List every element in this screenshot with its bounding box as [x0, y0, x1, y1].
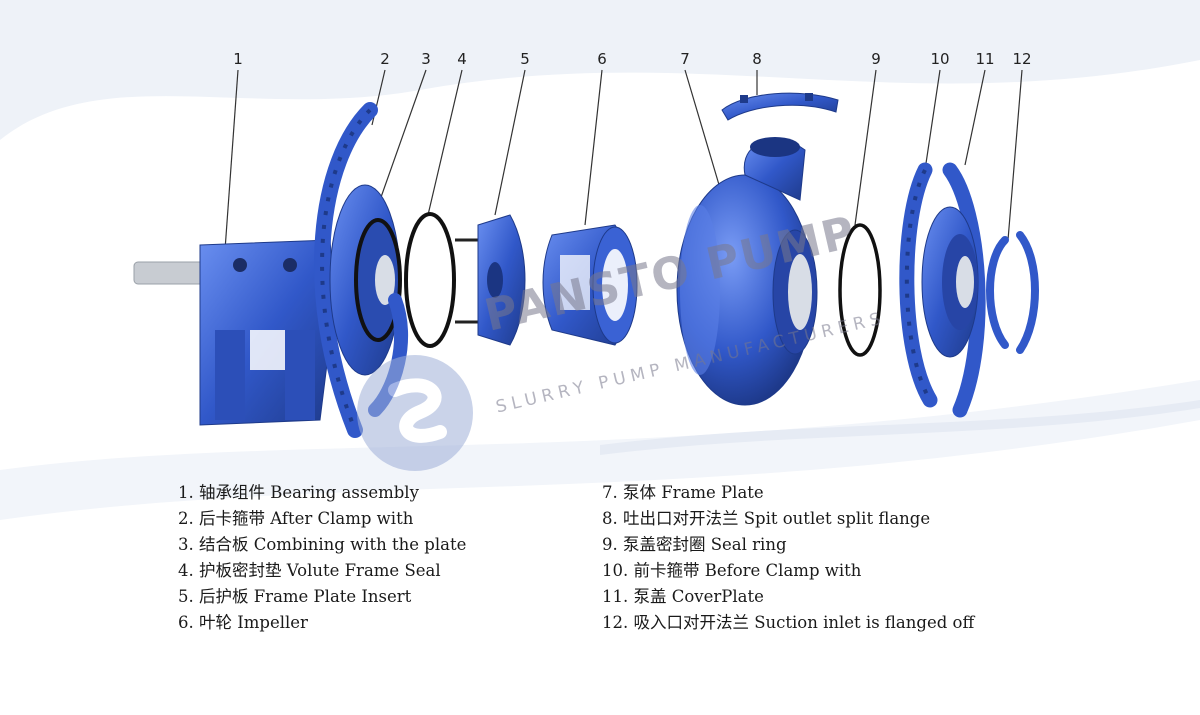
suction-split-flange: [986, 231, 1039, 354]
before-clamp: [899, 162, 938, 408]
legend-item-11: 11. 泵盖 CoverPlate: [602, 587, 764, 607]
leader-lines: [224, 69, 1023, 251]
part-number-8: 8: [752, 50, 762, 68]
legend-right-column: 7. 泵体 Frame Plate 8. 吐出口对开法兰 Spit outlet…: [602, 480, 974, 637]
legend-item-6: 6. 叶轮 Impeller: [178, 613, 308, 633]
part-number-11: 11: [975, 50, 995, 68]
part-number-1: 1: [233, 50, 243, 68]
shaft: [133, 261, 209, 285]
leader-line-6: [584, 69, 603, 226]
leader-line-11: [964, 69, 986, 166]
legend-item-5: 5. 后护板 Frame Plate Insert: [178, 587, 412, 607]
legend-item-7: 7. 泵体 Frame Plate: [602, 483, 764, 502]
part-number-10: 10: [930, 50, 950, 68]
leader-line-12: [1007, 69, 1023, 241]
legend-item-4: 4. 护板密封垫 Volute Frame Seal: [178, 561, 441, 581]
impeller: [542, 224, 638, 346]
leader-line-5: [494, 69, 526, 216]
leader-line-7: [684, 69, 726, 206]
part-number-4: 4: [457, 50, 467, 68]
legend-item-9: 9. 泵盖密封圈 Seal ring: [602, 535, 787, 555]
part-number-5: 5: [520, 50, 530, 68]
legend-item-12: 12. 吸入口对开法兰 Suction inlet is flanged off: [602, 613, 975, 633]
leader-line-10: [924, 69, 941, 171]
legend-item-2: 2. 后卡箍带 After Clamp with: [178, 509, 414, 529]
frame-plate-insert: [455, 214, 526, 346]
pump-casing: [676, 137, 818, 406]
watermark-logo: [357, 355, 473, 471]
cover-plate: [921, 162, 986, 418]
part-number-6: 6: [597, 50, 607, 68]
part-number-3: 3: [421, 50, 431, 68]
leader-line-1: [224, 69, 239, 251]
outlet-split-flange: [721, 92, 839, 121]
seal-ring: [838, 223, 882, 357]
part-number-12: 12: [1012, 50, 1032, 68]
part-number-2: 2: [380, 50, 390, 68]
leader-line-9: [854, 69, 877, 226]
after-clamp: [314, 102, 378, 438]
legend-item-1: 1. 轴承组件 Bearing assembly: [178, 483, 419, 502]
volute-frame-seal: [404, 212, 456, 348]
leader-line-4: [427, 69, 463, 216]
legend-left-column: 1. 轴承组件 Bearing assembly 2. 后卡箍带 After C…: [178, 480, 466, 637]
legend-item-10: 10. 前卡箍带 Before Clamp with: [602, 561, 862, 581]
part-number-7: 7: [680, 50, 690, 68]
legend-item-8: 8. 吐出口对开法兰 Spit outlet split flange: [602, 509, 931, 529]
bearing-assembly: [133, 239, 336, 426]
pump-exploded-diagram: [133, 69, 1039, 471]
part-number-9: 9: [871, 50, 881, 68]
leader-line-3: [379, 69, 427, 201]
legend-item-3: 3. 结合板 Combining with the plate: [178, 535, 467, 555]
